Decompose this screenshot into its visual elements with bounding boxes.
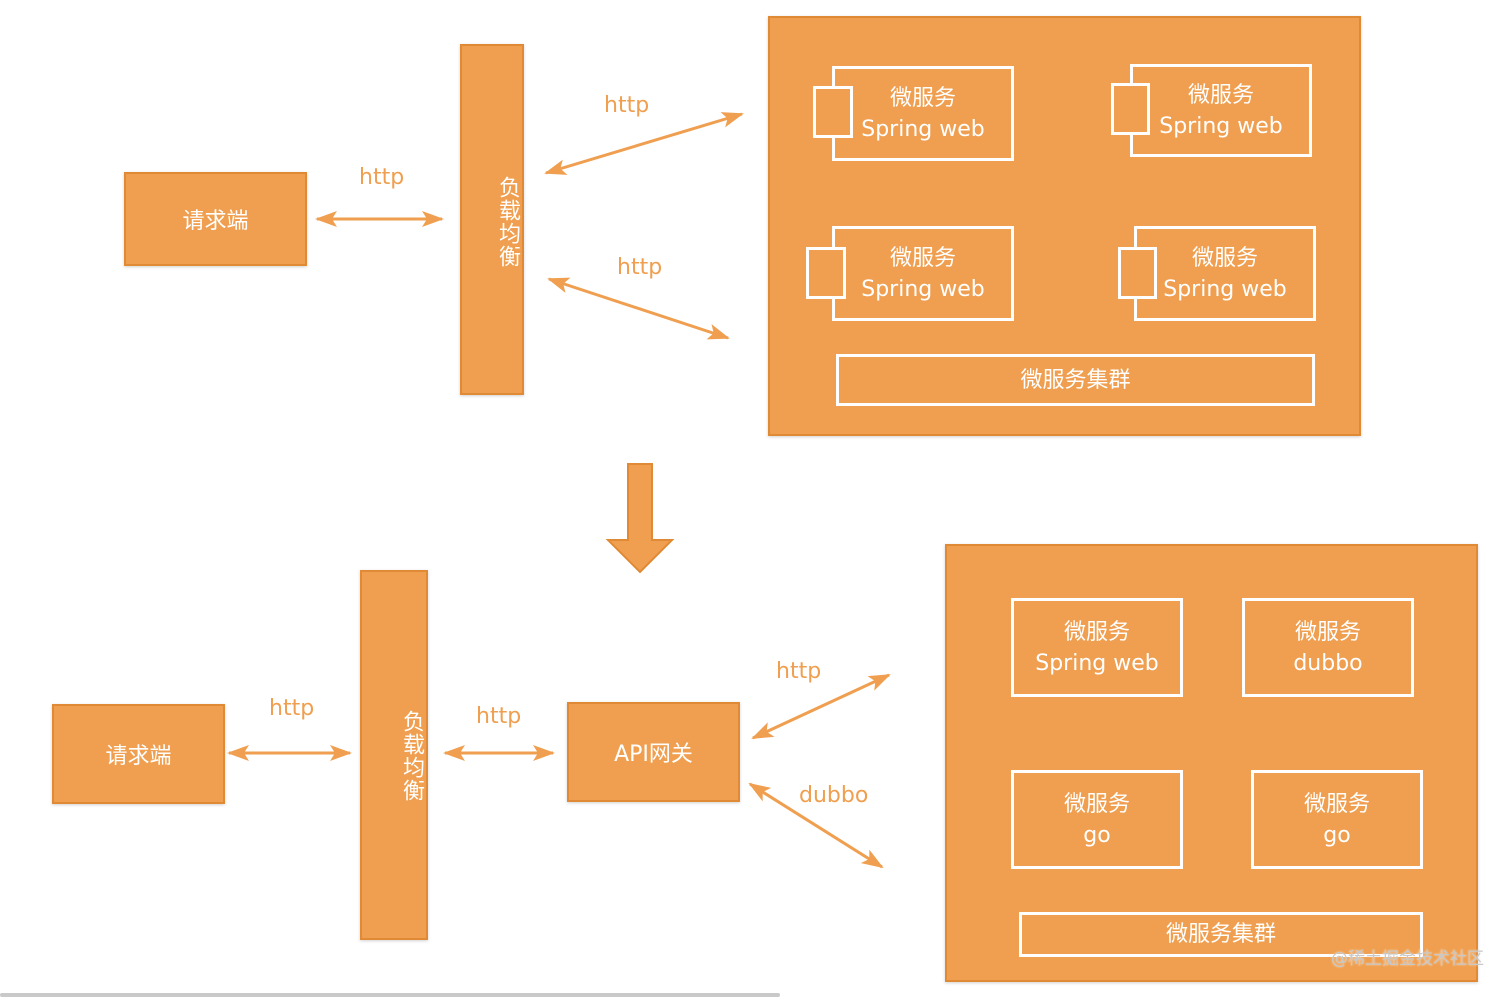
top-arrow-lb-cluster-lower xyxy=(547,277,730,340)
watermark: @稀土掘金技术社区 xyxy=(1331,949,1484,969)
top-load-balancer-box: 负载均衡 xyxy=(460,44,524,395)
top-arrow-label-client-lb: http xyxy=(359,165,405,190)
top-arrow-label-lower: http xyxy=(617,255,663,280)
top-service-4-title: 微服务 xyxy=(1191,245,1258,271)
top-service-1-tech: Spring web xyxy=(861,116,985,142)
top-service-1-component-icon xyxy=(813,86,853,138)
top-service-2-title: 微服务 xyxy=(1187,82,1254,108)
bottom-client-label: 请求端 xyxy=(105,744,172,769)
bottom-arrow-gateway-cluster-lower xyxy=(748,782,884,869)
top-service-3-title: 微服务 xyxy=(889,245,956,271)
bottom-service-4-tech: go xyxy=(1323,822,1351,848)
top-arrow-lb-cluster-upper xyxy=(544,112,744,175)
bottom-client-box: 请求端 xyxy=(52,704,225,804)
down-arrow-icon xyxy=(605,463,675,574)
top-client-label: 请求端 xyxy=(182,209,249,234)
bottom-service-4-title: 微服务 xyxy=(1303,791,1370,817)
bottom-arrow-gateway-cluster-upper xyxy=(751,673,891,740)
bottom-gateway-label: API网关 xyxy=(614,742,693,767)
top-cluster-box: 微服务 Spring web 微服务 Spring web 微服务 Spring… xyxy=(768,16,1361,436)
bottom-service-3-tech: go xyxy=(1083,822,1111,848)
top-service-4: 微服务 Spring web xyxy=(1134,226,1316,321)
bottom-service-1: 微服务 Spring web xyxy=(1011,598,1183,697)
top-service-2-component-icon xyxy=(1111,83,1150,135)
bottom-service-2: 微服务 dubbo xyxy=(1242,598,1414,697)
top-service-1-title: 微服务 xyxy=(889,85,956,111)
bottom-service-4: 微服务 go xyxy=(1251,770,1423,869)
bottom-service-1-tech: Spring web xyxy=(1035,650,1159,676)
top-load-balancer-label: 负载均衡 xyxy=(495,176,520,268)
bottom-gateway-box: API网关 xyxy=(567,702,740,802)
top-service-2: 微服务 Spring web xyxy=(1130,64,1312,157)
top-service-4-tech: Spring web xyxy=(1163,276,1287,302)
bottom-cluster-label-text: 微服务集群 xyxy=(1165,922,1276,947)
bottom-cluster-box: 微服务 Spring web 微服务 dubbo 微服务 go 微服务 go 微… xyxy=(945,544,1478,982)
bottom-service-3-title: 微服务 xyxy=(1063,791,1130,817)
bottom-load-balancer-box: 负载均衡 xyxy=(360,570,428,940)
bottom-cluster-label: 微服务集群 xyxy=(1019,912,1423,957)
top-cluster-label-text: 微服务集群 xyxy=(1020,367,1131,393)
top-service-2-tech: Spring web xyxy=(1159,113,1283,139)
bottom-load-balancer-label: 负载均衡 xyxy=(399,710,424,802)
top-service-3: 微服务 Spring web xyxy=(832,226,1014,321)
top-service-3-tech: Spring web xyxy=(861,276,985,302)
bottom-arrow-label-lb-gateway: http xyxy=(476,704,522,729)
horizontal-scrollbar[interactable] xyxy=(0,993,780,997)
top-client-box: 请求端 xyxy=(124,172,307,266)
bottom-service-2-tech: dubbo xyxy=(1293,650,1363,676)
top-service-3-component-icon xyxy=(806,247,846,299)
bottom-service-3: 微服务 go xyxy=(1011,770,1183,869)
bottom-arrow-label-client-lb: http xyxy=(269,696,315,721)
top-cluster-label: 微服务集群 xyxy=(836,354,1315,406)
bottom-service-1-title: 微服务 xyxy=(1063,619,1130,645)
bottom-service-2-title: 微服务 xyxy=(1294,619,1361,645)
top-service-4-component-icon xyxy=(1118,247,1157,299)
